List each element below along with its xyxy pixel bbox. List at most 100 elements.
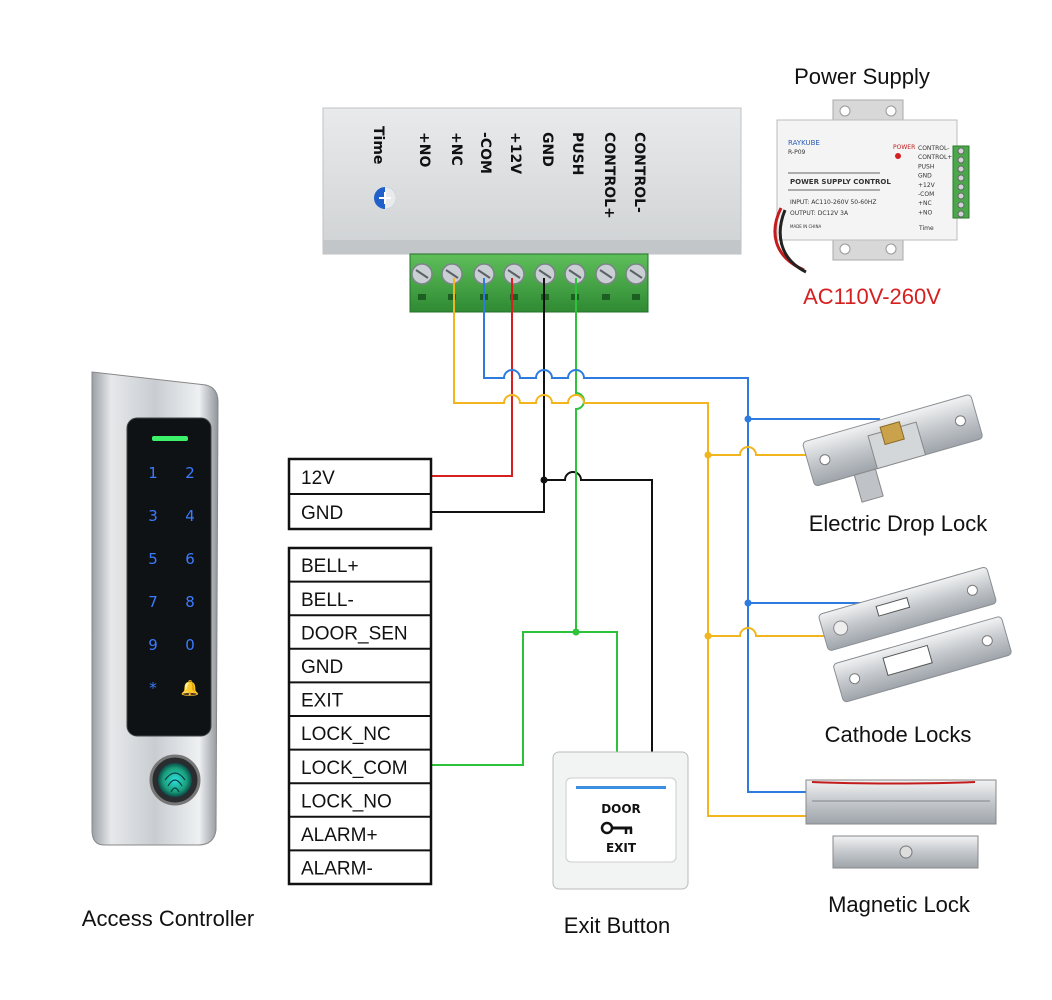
keypad-key[interactable]: 🔔 bbox=[181, 679, 200, 697]
keypad-key[interactable]: 5 bbox=[148, 550, 158, 568]
terminal-label-alarm-: ALARM- bbox=[301, 859, 373, 880]
terminal-screw-slot bbox=[629, 269, 643, 279]
terminal-socket bbox=[632, 294, 640, 300]
wires bbox=[432, 278, 880, 817]
terminal-screw-slot bbox=[507, 269, 521, 279]
keypad-key[interactable]: 2 bbox=[185, 464, 195, 482]
psu-photo-terminal-labels: CONTROL- CONTROL+ PUSH GND +12V -COM +NC +NO bbox=[918, 145, 952, 216]
time-knob-icon[interactable] bbox=[374, 187, 396, 209]
keypad-key[interactable]: 7 bbox=[148, 593, 158, 611]
ac-input-caption: AC110V-260V bbox=[803, 284, 941, 309]
junction-blue-2 bbox=[744, 599, 752, 607]
exit-button-caption: Exit Button bbox=[564, 913, 670, 938]
psu-photo-time: Time bbox=[918, 225, 934, 232]
cathode-locks-device bbox=[818, 566, 1012, 703]
keypad: 1 2 3 4 5 6 7 8 9 0 * 🔔 bbox=[148, 464, 199, 697]
psu-terminal-label: +NO bbox=[416, 132, 432, 167]
psu-output: OUTPUT: DC12V 3A bbox=[790, 210, 849, 217]
controller-terminal-block: BELL+BELL-DOOR_SENGNDEXITLOCK_NCLOCK_COM… bbox=[287, 546, 433, 886]
psu-made: MADE IN CHINA bbox=[790, 224, 821, 229]
terminal-socket bbox=[510, 294, 518, 300]
psu-terminal-label: -COM bbox=[477, 132, 493, 174]
photo-screw-icon bbox=[957, 210, 965, 218]
key-icon bbox=[600, 821, 633, 835]
terminal-label-bell-: BELL- bbox=[301, 590, 354, 611]
access-controller-device: 1 2 3 4 5 6 7 8 9 0 * 🔔 bbox=[91, 371, 219, 846]
psu-terminal-label: CONTROL+ bbox=[601, 132, 617, 219]
psu-terminal-label: GND bbox=[539, 132, 555, 167]
keypad-key[interactable]: 8 bbox=[185, 593, 195, 611]
terminal-screw-slot bbox=[477, 269, 491, 279]
psu-title: POWER SUPPLY CONTROL bbox=[790, 178, 891, 186]
status-led-icon bbox=[152, 436, 188, 441]
psu-photo-terminal: -COM bbox=[918, 191, 934, 198]
wire-yellow-no bbox=[453, 278, 806, 817]
photo-screw-icon bbox=[957, 165, 965, 173]
cathode-locks-caption: Cathode Locks bbox=[825, 722, 972, 747]
psu-photo-terminal: CONTROL- bbox=[918, 145, 949, 152]
psu-screws bbox=[411, 263, 647, 300]
junction-black bbox=[540, 476, 548, 484]
terminal-socket bbox=[602, 294, 610, 300]
wire-blue-com bbox=[483, 278, 806, 793]
photo-screw-icon bbox=[957, 192, 965, 200]
exit-button-door-text: DOOR bbox=[601, 802, 641, 816]
terminal-label-alarm-: ALARM+ bbox=[301, 825, 378, 846]
exit-push-button[interactable] bbox=[565, 777, 677, 863]
psu-photo-terminal: +12V bbox=[918, 182, 936, 189]
photo-screw-icon bbox=[957, 147, 965, 155]
wire-green-push bbox=[575, 278, 618, 752]
power-supply-caption: Power Supply bbox=[794, 64, 930, 89]
wire-black-exit bbox=[544, 471, 653, 752]
keypad-key[interactable]: * bbox=[149, 679, 157, 697]
psu-terminal-labels: CONTROL- CONTROL+ PUSH GND +12V -COM +NC +NO bbox=[416, 132, 647, 219]
exit-button-device: DOOR EXIT bbox=[552, 751, 689, 890]
psu-input: INPUT: AC110-260V 50-60HZ bbox=[790, 199, 877, 206]
terminal-screw-slot bbox=[599, 269, 613, 279]
keypad-key[interactable]: 3 bbox=[148, 507, 158, 525]
psu-photo-terminal: CONTROL+ bbox=[918, 154, 952, 161]
terminal-label-lock-no: LOCK_NO bbox=[301, 791, 392, 812]
keypad-key[interactable]: 6 bbox=[185, 550, 195, 568]
terminal-screw-slot bbox=[415, 269, 429, 279]
psu-photo-terminal: +NC bbox=[918, 200, 932, 207]
access-controller-caption: Access Controller bbox=[82, 906, 254, 931]
wire-red-12v bbox=[432, 278, 513, 477]
electric-drop-lock-caption: Electric Drop Lock bbox=[809, 511, 989, 536]
power-led-icon bbox=[895, 153, 901, 159]
psu-terminal-label: PUSH bbox=[569, 132, 585, 175]
junction-yellow-1 bbox=[704, 451, 712, 459]
psu-photo-terminal: GND bbox=[918, 173, 932, 180]
terminal-screw-slot bbox=[568, 269, 582, 279]
junction-yellow-2 bbox=[704, 632, 712, 640]
wire-green-lockcom bbox=[432, 631, 576, 766]
junction-green bbox=[572, 628, 580, 636]
psu-terminal-block bbox=[409, 253, 649, 313]
photo-screw-icon bbox=[957, 156, 965, 164]
psu-photo-terminal: PUSH bbox=[918, 163, 934, 170]
psu-time-label: Time bbox=[370, 126, 386, 164]
psu-main: Time CONTROL- CONTROL+ PUSH GND +12V -COM +NC +… bbox=[322, 107, 742, 313]
terminal-label-lock-com: LOCK_COM bbox=[301, 758, 408, 779]
psu-terminal-label: +12V bbox=[507, 132, 523, 174]
keypad-key[interactable]: 4 bbox=[185, 507, 195, 525]
psu-power-label: POWER bbox=[893, 144, 915, 151]
terminal-label-gnd: GND bbox=[301, 503, 343, 524]
terminal-label-bell-: BELL+ bbox=[301, 556, 359, 577]
psu-terminal-label: +NC bbox=[448, 132, 464, 166]
terminal-socket bbox=[418, 294, 426, 300]
psu-photo: RAYKUBE R-P09 POWER POWER SUPPLY CONTROL… bbox=[773, 99, 970, 274]
terminal-label-lock-nc: LOCK_NC bbox=[301, 724, 391, 745]
psu-photo-terminal: +NO bbox=[918, 209, 933, 216]
electric-drop-lock-device bbox=[802, 394, 983, 503]
keypad-key[interactable]: 9 bbox=[148, 636, 158, 654]
psu-terminal-label: CONTROL- bbox=[631, 132, 647, 213]
keypad-key[interactable]: 0 bbox=[185, 636, 195, 654]
terminal-label-exit: EXIT bbox=[301, 691, 344, 712]
exit-button-exit-text: EXIT bbox=[606, 841, 637, 855]
junction-blue-1 bbox=[744, 415, 752, 423]
terminal-label-12v: 12V bbox=[301, 468, 335, 489]
psu-brand: RAYKUBE bbox=[788, 139, 820, 147]
keypad-key[interactable]: 1 bbox=[148, 464, 158, 482]
